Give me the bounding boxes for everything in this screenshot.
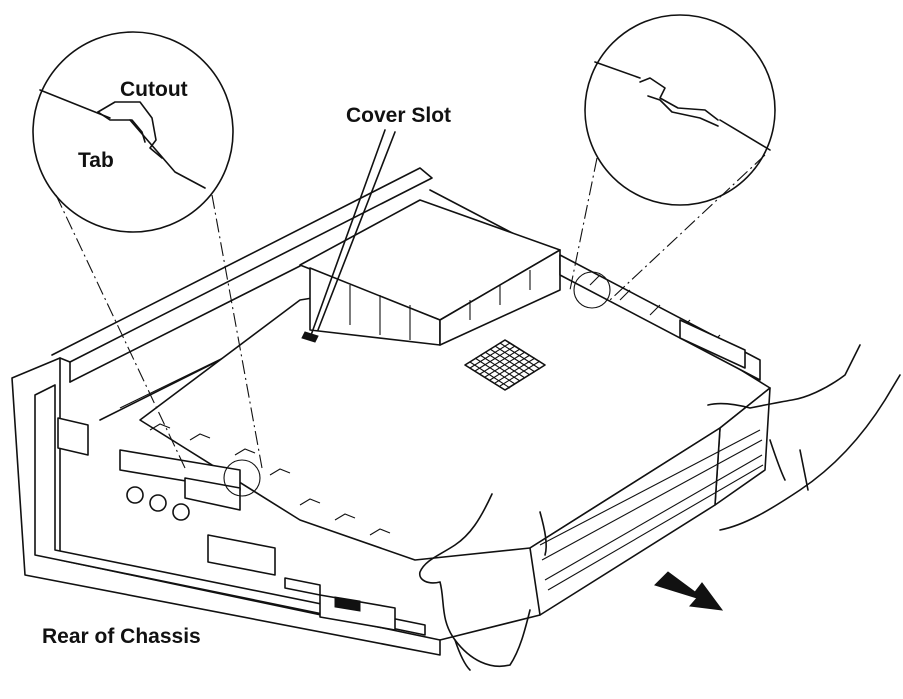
- drive-cage-bracket: [299, 199, 561, 346]
- hands: [418, 344, 901, 671]
- rear-of-chassis-label: Rear of Chassis: [42, 625, 201, 648]
- left-detail-magnifier: [32, 31, 263, 497]
- cover-slot-label: Cover Slot: [346, 104, 451, 127]
- right-detail-magnifier: [569, 14, 776, 309]
- chassis-body: [51, 167, 771, 641]
- arrow-right-down-icon: [654, 571, 724, 611]
- cover-slot-pointer: [301, 129, 396, 343]
- cutout-label: Cutout: [120, 78, 188, 101]
- tab-label: Tab: [78, 149, 114, 172]
- vent-grid: [464, 339, 546, 391]
- rear-bezel: [11, 357, 441, 656]
